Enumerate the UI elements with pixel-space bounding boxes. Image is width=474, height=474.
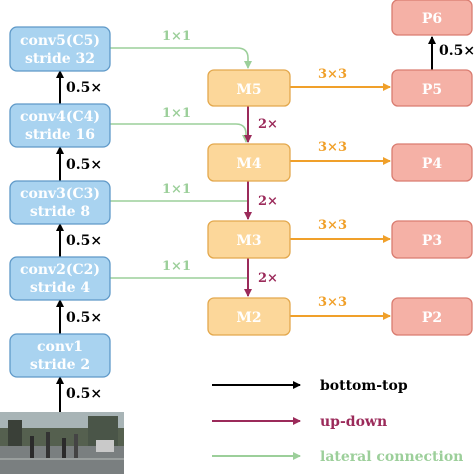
upsample-label: 2× <box>258 194 278 209</box>
svg-text:M2: M2 <box>236 310 261 326</box>
node-p4: P4 <box>391 143 473 182</box>
svg-text:M5: M5 <box>236 82 261 98</box>
node-m3: M3 <box>207 220 291 259</box>
scale-label: 0.5× <box>66 386 102 402</box>
scale-label: 0.5× <box>439 43 474 59</box>
conv-label: 3×3 <box>318 140 347 155</box>
conv3x3-arrows <box>290 83 391 320</box>
legend-lateral-label: lateral connection <box>320 449 463 465</box>
svg-text:M4: M4 <box>236 156 261 172</box>
svg-text:conv2(C2): conv2(C2) <box>20 262 100 278</box>
svg-text:P4: P4 <box>422 156 443 172</box>
scale-label: 0.5× <box>66 310 102 326</box>
conv-label: 3×3 <box>318 67 347 82</box>
conv-label: 3×3 <box>318 218 347 233</box>
node-p5: P5 <box>391 69 473 107</box>
svg-text:P5: P5 <box>422 82 442 98</box>
scale-label: 0.5× <box>66 80 102 96</box>
svg-text:P3: P3 <box>422 233 442 249</box>
svg-text:stride 4: stride 4 <box>30 280 91 296</box>
node-m2: M2 <box>207 297 291 336</box>
lateral-label: 1×1 <box>162 182 191 197</box>
bottom-top-arrows <box>56 36 436 412</box>
upsample-label: 2× <box>258 117 278 132</box>
svg-text:M3: M3 <box>236 233 261 249</box>
node-c3: conv3(C3) stride 8 <box>9 180 111 225</box>
lateral-connections <box>110 47 252 279</box>
node-p6: P6 <box>391 0 473 36</box>
node-c5: conv5(C5) stride 32 <box>9 26 111 72</box>
svg-text:P6: P6 <box>422 11 442 27</box>
legend-up-down-label: up-down <box>320 414 387 430</box>
node-c2: conv2(C2) stride 4 <box>9 256 111 301</box>
node-m5: M5 <box>207 69 291 107</box>
scale-label: 0.5× <box>66 157 102 173</box>
scale-label: 0.5× <box>66 233 102 249</box>
svg-text:conv3(C3): conv3(C3) <box>20 186 100 202</box>
svg-text:stride 8: stride 8 <box>30 204 90 220</box>
upsample-label: 2× <box>258 271 278 286</box>
lateral-label: 1×1 <box>162 259 191 274</box>
svg-text:conv5(C5): conv5(C5) <box>20 33 100 49</box>
lateral-label: 1×1 <box>162 29 191 44</box>
legend-bottom-top-label: bottom-top <box>320 378 408 394</box>
legend: bottom-top up-down lateral connection <box>212 378 463 465</box>
input-image <box>0 412 124 474</box>
lateral-c4-m4 <box>110 123 250 143</box>
lateral-label: 1×1 <box>162 106 191 121</box>
node-c1: conv1 stride 2 <box>9 333 111 378</box>
node-p3: P3 <box>391 220 473 259</box>
svg-text:stride 32: stride 32 <box>25 51 95 67</box>
svg-text:conv1: conv1 <box>37 339 83 355</box>
svg-text:P2: P2 <box>422 310 442 326</box>
svg-text:stride 16: stride 16 <box>25 127 95 143</box>
svg-text:stride 2: stride 2 <box>30 357 90 373</box>
node-m4: M4 <box>207 143 291 182</box>
conv-label: 3×3 <box>318 295 347 310</box>
node-c4: conv4(C4) stride 16 <box>9 103 111 148</box>
svg-text:conv4(C4): conv4(C4) <box>20 109 100 125</box>
lateral-c5-m5 <box>110 47 252 69</box>
node-p2: P2 <box>391 297 473 336</box>
